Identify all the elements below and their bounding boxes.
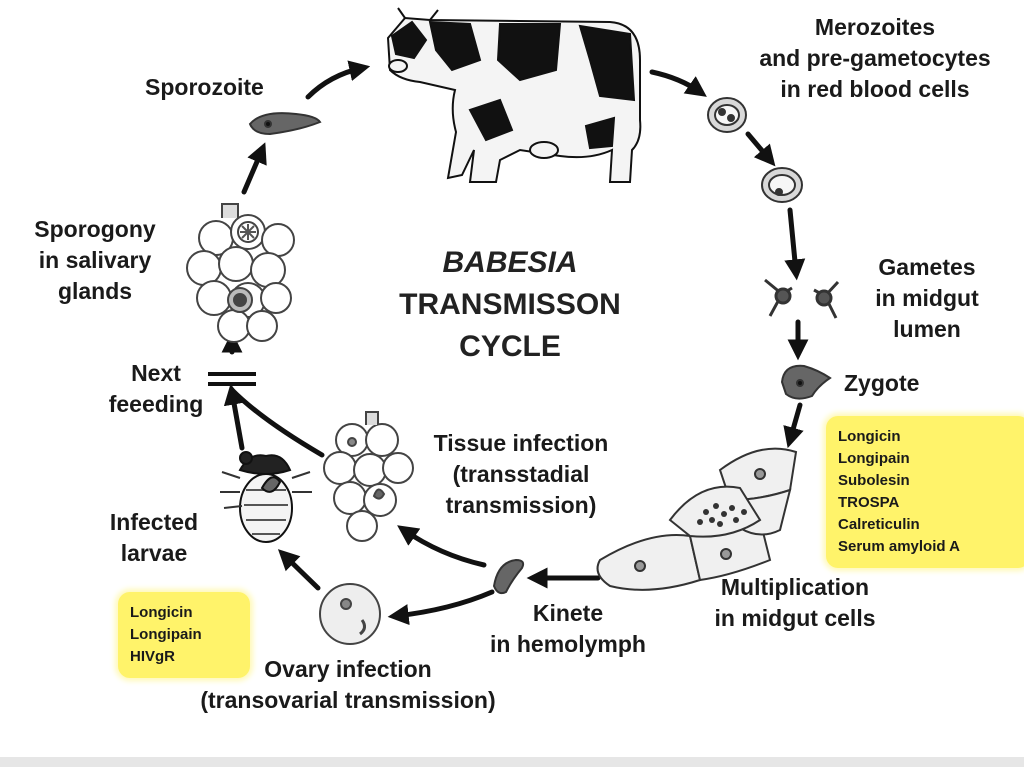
midgut-factor-1: Longicin: [838, 426, 1018, 448]
label-merozoites-line-3: in red blood cells: [730, 74, 1020, 105]
label-multiplication: Multiplication in midgut cells: [690, 572, 900, 634]
label-gametes: Gametes in midgut lumen: [852, 252, 1002, 345]
arrow-zygote-to-midgut: [790, 405, 800, 440]
label-sporogony-line-2: in salivary: [12, 245, 178, 276]
ovary-factors-box: Longicin Longipain HIVgR: [118, 592, 250, 678]
label-larvae-line-1: Infected: [102, 507, 206, 538]
bottom-border: [0, 757, 1024, 767]
label-tissue-infection: Tissue infection (transstadial transmiss…: [410, 428, 632, 521]
arrow-ovary-to-larvae: [284, 555, 318, 588]
label-gametes-line-1: Gametes: [852, 252, 1002, 283]
sporozoite-icon: [250, 113, 320, 134]
label-gametes-line-3: lumen: [852, 314, 1002, 345]
label-next-feeding-line-2: feeeding: [104, 389, 208, 420]
infected-larva-icon: [220, 452, 312, 542]
label-tissue-line-1: Tissue infection: [410, 428, 632, 459]
label-ovary-line-2: (transovarial transmission): [158, 685, 538, 716]
cow-icon: [388, 8, 640, 182]
midgut-factors-box: Longicin Longipain Subolesin TROSPA Calr…: [826, 416, 1024, 568]
title-line-2: CYCLE: [360, 326, 660, 368]
ovary-factor-1: Longicin: [130, 602, 238, 624]
zygote-icon: [782, 366, 830, 399]
arrow-rbc-to-gametes: [790, 210, 796, 272]
arrow-glands-to-sporozoite: [244, 150, 262, 192]
label-sporogony-line-3: glands: [12, 276, 178, 307]
midgut-factor-5: Calreticulin: [838, 514, 1018, 536]
arrow-tissue-to-next-feeding: [232, 390, 322, 455]
label-sporozoite-text: Sporozoite: [145, 72, 264, 103]
label-kinete: Kinete in hemolymph: [468, 598, 668, 660]
label-larvae-line-2: larvae: [102, 538, 206, 569]
arrow-merozoite-down: [748, 134, 770, 160]
label-next-feeding-line-1: Next: [104, 358, 208, 389]
title-organism: BABESIA: [360, 242, 660, 284]
midgut-factor-6: Serum amyloid A: [838, 536, 1018, 558]
label-zygote: Zygote: [844, 368, 919, 399]
midgut-factor-2: Longipain: [838, 448, 1018, 470]
arrow-sporozoite-to-cow: [308, 68, 362, 97]
ovary-icon: [320, 584, 380, 644]
label-zygote-text: Zygote: [844, 368, 919, 399]
label-sporogony-line-1: Sporogony: [12, 214, 178, 245]
label-infected-larvae: Infected larvae: [102, 507, 206, 569]
diagram-title: BABESIA TRANSMISSON CYCLE: [360, 242, 660, 368]
midgut-factor-4: TROSPA: [838, 492, 1018, 514]
label-multiplication-line-2: in midgut cells: [690, 603, 900, 634]
label-merozoites-line-1: Merozoites: [730, 12, 1020, 43]
tissue-cells-icon: [324, 412, 413, 541]
label-tissue-line-2: (transstadial: [410, 459, 632, 490]
next-feeding-barrier: [208, 374, 256, 384]
ovary-factor-3: HIVgR: [130, 646, 238, 668]
label-gametes-line-2: in midgut: [852, 283, 1002, 314]
rbc-with-gametocyte-icon: [762, 168, 802, 202]
label-merozoites: Merozoites and pre-gametocytes in red bl…: [730, 12, 1020, 105]
gametes-icon: [765, 280, 838, 318]
label-next-feeding: Next feeeding: [104, 358, 208, 420]
salivary-glands-icon: [187, 204, 294, 342]
arrow-cow-to-merozoite: [652, 72, 700, 92]
kinete-icon: [494, 560, 523, 593]
label-sporogony: Sporogony in salivary glands: [12, 214, 178, 307]
ovary-factor-2: Longipain: [130, 624, 238, 646]
label-multiplication-line-1: Multiplication: [690, 572, 900, 603]
label-kinete-line-1: Kinete: [468, 598, 668, 629]
midgut-factor-3: Subolesin: [838, 470, 1018, 492]
label-tissue-line-3: transmission): [410, 490, 632, 521]
title-line-1: TRANSMISSON: [360, 284, 660, 326]
label-merozoites-line-2: and pre-gametocytes: [730, 43, 1020, 74]
arrow-kinete-to-tissue: [404, 530, 484, 565]
label-sporozoite: Sporozoite: [145, 72, 264, 103]
